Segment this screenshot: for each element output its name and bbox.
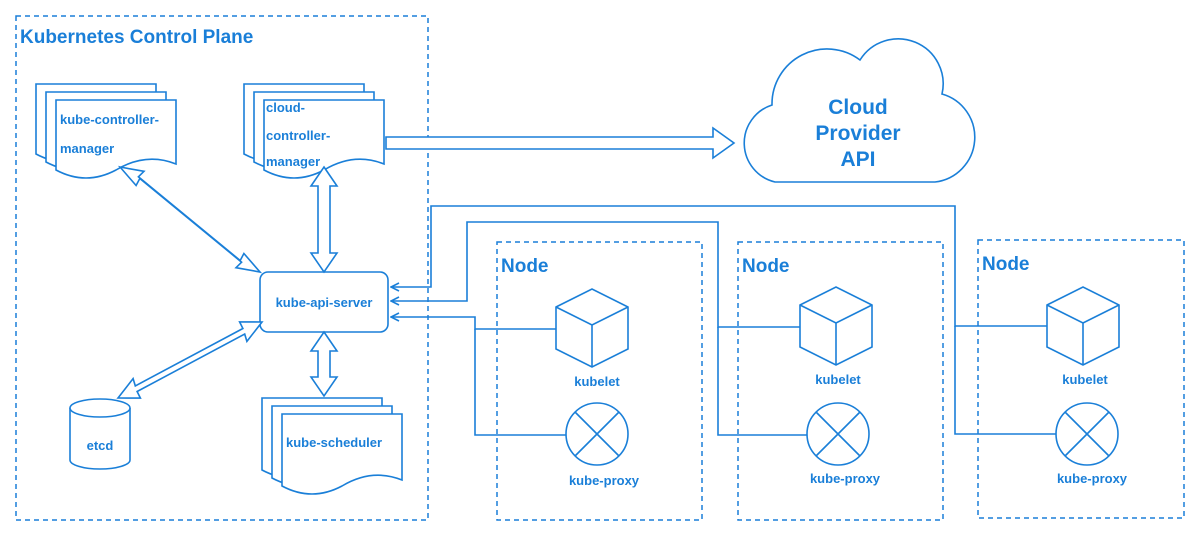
arrow-api-to-etcd xyxy=(116,321,264,399)
cloud-controller-manager-label-line1: cloud- xyxy=(266,100,305,115)
arrow-cloud-manager-to-api xyxy=(309,165,339,274)
cube-icon xyxy=(555,288,629,368)
node-1-proxy-label: kube-proxy xyxy=(569,473,640,488)
scheduler-label: kube-scheduler xyxy=(286,435,382,450)
cloud-provider-api[interactable]: Cloud Provider API xyxy=(743,38,976,183)
kube-api-server[interactable]: kube-api-server xyxy=(259,271,389,333)
etcd-database[interactable]: etcd xyxy=(69,398,131,470)
cross-circle-icon xyxy=(1055,402,1119,466)
cross-circle-icon xyxy=(806,402,870,466)
arrow-controller-to-api xyxy=(117,165,263,274)
node-1-title: Node xyxy=(501,256,549,277)
node-1: Node kubelet kube-proxy xyxy=(496,241,703,521)
cloud-controller-manager-label-line3: manager xyxy=(266,154,320,169)
arrow-api-to-scheduler xyxy=(309,330,339,398)
node-2-proxy-label: kube-proxy xyxy=(810,471,881,486)
node-2-title: Node xyxy=(742,256,790,277)
node-2-kubelet-label: kubelet xyxy=(815,372,861,387)
cloud-label-line1: Cloud xyxy=(828,96,887,119)
node-3-kubelet-label: kubelet xyxy=(1062,372,1108,387)
node-3-title: Node xyxy=(982,254,1030,275)
node-3: Node kubelet kube-proxy xyxy=(977,239,1185,519)
control-plane-boundary xyxy=(15,15,429,521)
node-3-proxy-label: kube-proxy xyxy=(1057,471,1128,486)
cloud-label-line2: Provider xyxy=(815,122,900,145)
controller-manager-label-line1: kube-controller- xyxy=(60,112,159,127)
node-1-kubelet-label: kubelet xyxy=(574,374,620,389)
cube-icon xyxy=(799,286,873,366)
cloud-label-line3: API xyxy=(840,148,875,171)
etcd-label: etcd xyxy=(87,438,114,453)
node-connections xyxy=(391,205,1056,436)
api-server-label: kube-api-server xyxy=(276,295,373,310)
controller-manager-label-line2: manager xyxy=(60,141,114,156)
cube-icon xyxy=(1046,286,1120,366)
kube-scheduler[interactable]: kube-scheduler xyxy=(261,397,403,495)
control-plane-title: Kubernetes Control Plane xyxy=(20,27,253,48)
cross-circle-icon xyxy=(565,402,629,466)
arrow-cloud-manager-to-cloud-api xyxy=(385,126,736,160)
cloud-controller-manager-label-line2: controller- xyxy=(266,128,330,143)
cloud-controller-manager[interactable]: cloud- controller- manager xyxy=(243,83,385,179)
node-2: Node kubelet kube-proxy xyxy=(737,241,944,521)
kube-controller-manager[interactable]: kube-controller- manager xyxy=(35,83,177,179)
